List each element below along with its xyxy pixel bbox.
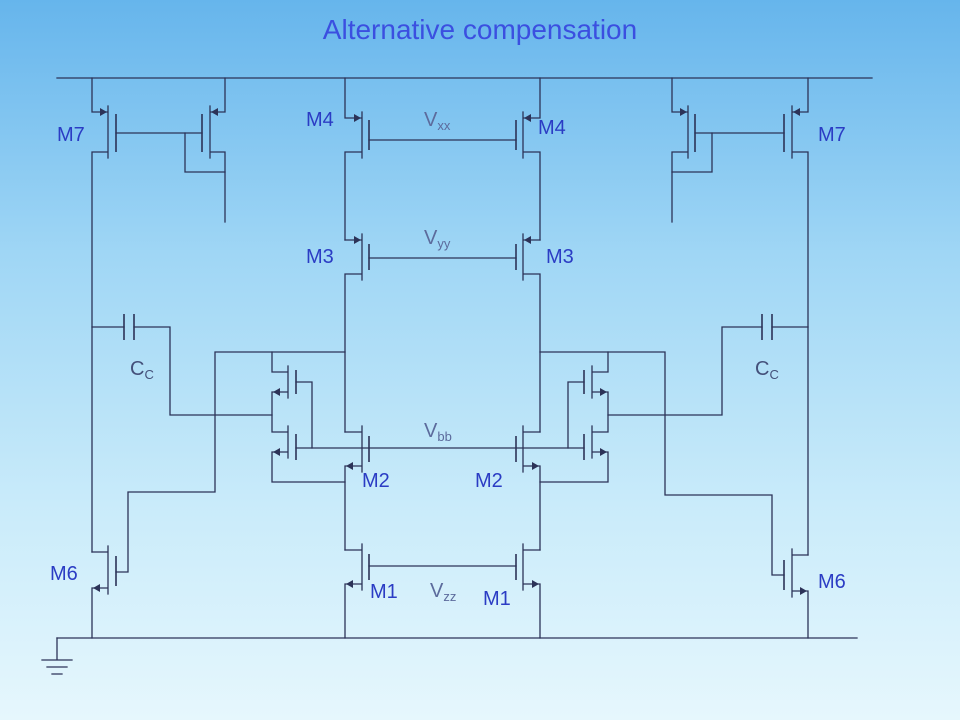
transistor-mirror-right xyxy=(671,77,713,223)
m2-right-body xyxy=(522,425,541,551)
mirror-right-arrow xyxy=(680,108,687,116)
m4-left-arrow xyxy=(354,114,361,122)
cc-right-wire xyxy=(607,326,809,416)
label-m1-left: M1 xyxy=(370,581,398,603)
label-vyy: Vyy xyxy=(424,227,451,251)
capacitor-cc-left xyxy=(91,314,273,416)
mirror-right-body xyxy=(671,77,689,223)
label-cc-right: CC xyxy=(755,358,779,382)
m6-left-arrow xyxy=(93,584,100,592)
mirror-right-diode-wire xyxy=(671,132,713,173)
m7-right-body xyxy=(791,77,809,556)
m7-right-arrow xyxy=(793,108,800,116)
comp-right-body xyxy=(539,351,609,483)
mirror-left-diode-wire xyxy=(184,132,226,173)
m2-left-arrow xyxy=(346,462,353,470)
m4-right-arrow xyxy=(524,114,531,122)
transistor-m1-left xyxy=(344,543,370,639)
m6-right-gate-wire xyxy=(539,351,785,576)
label-vbb: Vbb xyxy=(424,420,452,444)
label-cc-right-sub: C xyxy=(769,367,778,382)
transistor-m4-right xyxy=(515,77,541,241)
m1-right-body xyxy=(522,543,541,639)
mirror-left-body xyxy=(209,77,226,223)
m1-left-body xyxy=(344,543,363,639)
label-m7-left: M7 xyxy=(57,124,85,146)
m3-left-body xyxy=(344,233,363,433)
label-m3-left: M3 xyxy=(306,246,334,268)
m2-right-arrow xyxy=(532,462,539,470)
label-m3-right: M3 xyxy=(546,246,574,268)
m7-left-body xyxy=(91,77,109,553)
comp-left-gate-wire xyxy=(295,381,313,449)
label-vyy-main: V xyxy=(424,227,438,249)
mirror-left-arrow xyxy=(211,108,218,116)
label-vzz-sub: zz xyxy=(443,589,456,604)
label-vzz: Vzz xyxy=(430,580,456,604)
cc-right-plates xyxy=(761,314,773,340)
m6-right-body xyxy=(791,548,809,639)
transistor-m3-right xyxy=(515,233,541,433)
transistor-m3-left xyxy=(344,233,370,433)
comp-right-upper-arrow xyxy=(600,388,607,396)
label-vxx-sub: xx xyxy=(437,118,451,133)
label-cc-right-main: C xyxy=(755,358,769,380)
compensation-pair-left xyxy=(271,351,346,483)
label-m1-right: M1 xyxy=(483,588,511,610)
label-m4-left: M4 xyxy=(306,109,334,131)
transistor-mirror-left xyxy=(184,77,226,223)
m3-right-arrow xyxy=(524,236,531,244)
comp-right-gate-wire xyxy=(567,381,585,449)
transistor-m6-left xyxy=(91,545,117,639)
label-cc-left-main: C xyxy=(130,358,144,380)
slide-title: Alternative compensation xyxy=(322,14,638,45)
m6-right-arrow xyxy=(800,587,807,595)
transistor-m7-right xyxy=(783,77,809,556)
cc-left-plates xyxy=(123,314,135,340)
label-m6-right: M6 xyxy=(818,571,846,593)
comp-left-lower-arrow xyxy=(273,448,280,456)
capacitor-cc-right xyxy=(607,314,809,416)
label-cc-left: CC xyxy=(130,358,154,382)
transistor-m2-left xyxy=(344,425,370,551)
cc-left-wire xyxy=(91,326,273,416)
transistor-m7-left xyxy=(91,77,117,553)
label-m6-left: M6 xyxy=(50,563,78,585)
m4-left-body xyxy=(344,77,363,241)
m3-right-body xyxy=(522,233,541,433)
transistor-m6-right xyxy=(783,548,809,639)
ground-symbol xyxy=(41,637,73,675)
label-vbb-main: V xyxy=(424,420,438,442)
comp-left-upper-arrow xyxy=(273,388,280,396)
label-vxx: Vxx xyxy=(424,109,451,133)
label-vyy-sub: yy xyxy=(437,236,451,251)
comp-right-lower-arrow xyxy=(600,448,607,456)
m7-left-arrow xyxy=(100,108,107,116)
label-m4-right: M4 xyxy=(538,117,566,139)
m2-left-body xyxy=(344,425,363,551)
label-m2-right: M2 xyxy=(475,470,503,492)
m3-left-arrow xyxy=(354,236,361,244)
label-m2-left: M2 xyxy=(362,470,390,492)
m6-left-body xyxy=(91,545,109,639)
compensation-pair-right xyxy=(539,351,609,483)
m4-right-body xyxy=(522,77,541,241)
transistor-m1-right xyxy=(515,543,541,639)
m6-left-gate-wire xyxy=(115,351,346,573)
m1-left-arrow xyxy=(346,580,353,588)
m1-right-arrow xyxy=(532,580,539,588)
label-vzz-main: V xyxy=(430,580,444,602)
transistor-m2-right xyxy=(515,425,541,551)
label-m7-right: M7 xyxy=(818,124,846,146)
label-vbb-sub: bb xyxy=(437,429,451,444)
label-cc-left-sub: C xyxy=(144,367,153,382)
transistor-m4-left xyxy=(344,77,370,241)
comp-left-body xyxy=(271,351,346,483)
label-vxx-main: V xyxy=(424,109,438,131)
